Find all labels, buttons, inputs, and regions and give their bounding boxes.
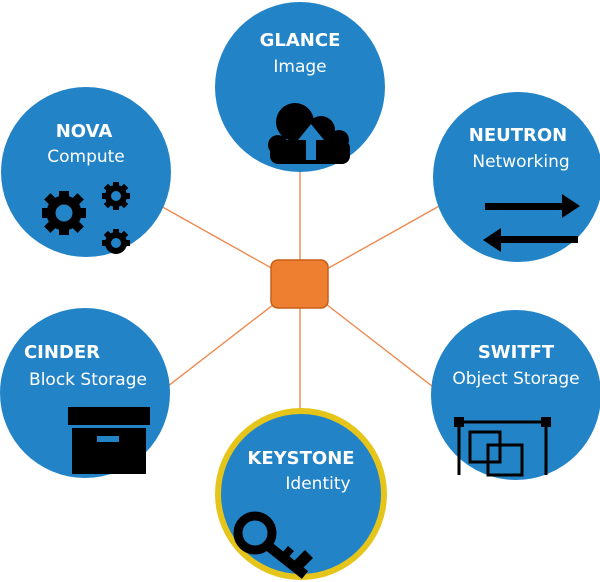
node-nova[interactable]: NOVA Compute [1,87,171,257]
node-glance-circle [215,2,385,172]
node-cinder-title: CINDER [24,342,100,363]
cloud-upload-icon [268,103,350,164]
node-switft-circle [431,310,600,480]
node-nova-circle [1,87,171,257]
node-neutron-subtitle: Networking [472,152,569,172]
node-nova-title: NOVA [56,121,113,142]
node-keystone-subtitle: Identity [285,474,350,494]
node-cinder[interactable]: CINDER Block Storage [0,308,170,478]
node-cinder-subtitle: Block Storage [29,370,147,390]
arrows-exchange-icon [483,194,580,252]
node-neutron-title: NEUTRON [469,125,567,146]
node-switft-title: SWITFT [478,342,555,363]
node-nova-subtitle: Compute [47,147,125,167]
node-switft[interactable]: SWITFT Object Storage [431,310,600,480]
node-keystone-title: KEYSTONE [247,448,354,469]
node-keystone-circle [221,414,381,574]
node-glance-subtitle: Image [273,57,326,77]
node-neutron-circle [433,92,600,262]
node-glance[interactable]: GLANCE Image [215,2,385,172]
object-storage-icon [454,417,551,477]
key-icon [233,511,313,579]
node-keystone[interactable]: KEYSTONE Identity [215,408,387,580]
hub [270,259,329,309]
storage-box-icon [68,407,150,474]
node-glance-title: GLANCE [260,30,341,51]
gears-icon [42,182,130,254]
node-switft-subtitle: Object Storage [452,369,579,389]
node-neutron[interactable]: NEUTRON Networking [433,92,600,262]
